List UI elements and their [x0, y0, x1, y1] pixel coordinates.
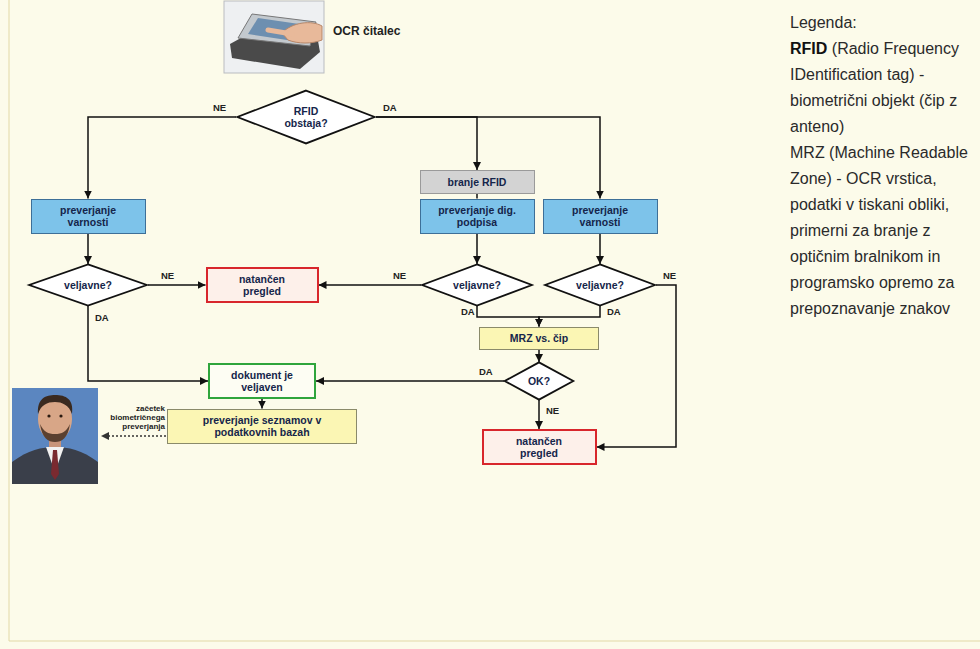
edge-label: NE — [212, 102, 227, 113]
flow-arrow — [87, 234, 89, 265]
person-photo — [12, 388, 98, 484]
flow-arrow — [477, 306, 539, 327]
flow-arrow — [599, 234, 601, 265]
diamond-shape — [422, 264, 532, 305]
biometric-arrowhead — [101, 432, 109, 440]
box-label: RFID obstaja? — [279, 105, 334, 129]
box-label: natančen pregled — [508, 435, 570, 459]
box-label: preverjanje seznamov v podatkovnih bazah — [201, 414, 323, 438]
box-label: preverjanje varnosti — [48, 204, 128, 228]
hair — [38, 395, 72, 414]
box-label: natančen pregled — [231, 273, 293, 297]
picture-frame — [224, 1, 324, 73]
edge-label: NE — [662, 270, 677, 281]
process-box: dokument je veljaven — [208, 363, 316, 399]
box-label: veljavne? — [453, 279, 501, 291]
photo-ground — [12, 388, 98, 484]
process-box: preverjanje varnosti — [31, 199, 146, 234]
process-box: branje RFID — [420, 170, 535, 194]
finger — [268, 30, 292, 34]
edge-label: DA — [606, 306, 622, 317]
legend-row: MRZ (Machine Readable Zone) - OCR vrstic… — [790, 140, 972, 322]
process-box: natančen pregled — [206, 267, 319, 303]
box-label: MRZ vs. čip — [510, 332, 568, 344]
eye — [59, 414, 62, 417]
diamond-shape — [505, 362, 574, 399]
decision-diamond: OK? — [504, 362, 574, 400]
beard — [40, 424, 70, 442]
process-note: začetek biometričnega preverjanja — [101, 404, 165, 431]
connector-group — [88, 117, 676, 447]
flow-arrow — [261, 399, 263, 409]
box-label: branje RFID — [448, 176, 507, 188]
diamond-shape — [545, 264, 655, 305]
box-label: veljavne? — [64, 279, 112, 291]
flow-arrow — [476, 234, 478, 265]
suit — [12, 447, 98, 484]
box-label: OK? — [528, 375, 550, 387]
decision-diamond: veljavne? — [544, 264, 656, 306]
flow-arrow — [88, 306, 208, 381]
flow-arrow — [376, 117, 600, 199]
frame-line — [9, 641, 980, 642]
flow-arrow — [319, 284, 422, 286]
device-caption: OCR čitalec — [333, 24, 400, 38]
edge-label: DA — [382, 102, 398, 113]
legend-row: RFID(Radio Frequency IDentification tag)… — [790, 36, 972, 140]
flow-arrow — [316, 380, 504, 382]
frame-line — [9, 0, 10, 641]
flow-arrow — [376, 117, 477, 170]
box-label: veljavne? — [576, 279, 624, 291]
edge-label: NE — [160, 270, 175, 281]
diamond-shape — [29, 264, 147, 305]
legend-term: RFID — [790, 40, 827, 57]
box-label: dokument je veljaven — [231, 369, 293, 393]
flow-arrow — [539, 306, 600, 327]
legend-description: MRZ (Machine Readable Zone) - OCR vrstic… — [790, 140, 972, 322]
process-box: MRZ vs. čip — [479, 327, 599, 350]
edge-label: DA — [94, 312, 110, 323]
diamond-shape — [237, 91, 374, 144]
flow-arrow — [148, 284, 206, 286]
tie — [51, 450, 59, 480]
flow-arrow — [88, 117, 236, 199]
box-label: preverjanje dig. podpisa — [437, 204, 517, 228]
box-label: preverjanje varnosti — [560, 204, 640, 228]
eye — [47, 414, 50, 417]
process-box: preverjanje varnosti — [543, 199, 658, 234]
edge-label: NE — [392, 270, 407, 281]
process-box: preverjanje dig. podpisa — [420, 199, 535, 234]
decision-diamond: RFID obstaja? — [236, 90, 376, 144]
flow-arrow — [597, 285, 677, 447]
legend-panel: Legenda: RFID(Radio Frequency IDentifica… — [790, 10, 972, 322]
edge-label: NE — [545, 405, 560, 416]
edge-label: DA — [478, 366, 494, 377]
edge-label: DA — [460, 306, 476, 317]
biometric-link — [108, 435, 166, 437]
process-box: preverjanje seznamov v podatkovnih bazah — [167, 409, 357, 444]
decision-diamond: veljavne? — [421, 264, 533, 306]
process-box: natančen pregled — [482, 429, 597, 465]
decision-diamond: veljavne? — [28, 264, 148, 306]
ocr-reader-picture — [224, 1, 324, 73]
legend-heading: Legenda: — [790, 10, 972, 36]
flow-arrow — [538, 350, 540, 363]
legend-row: Legenda: — [790, 10, 972, 36]
flow-arrow — [538, 400, 540, 429]
